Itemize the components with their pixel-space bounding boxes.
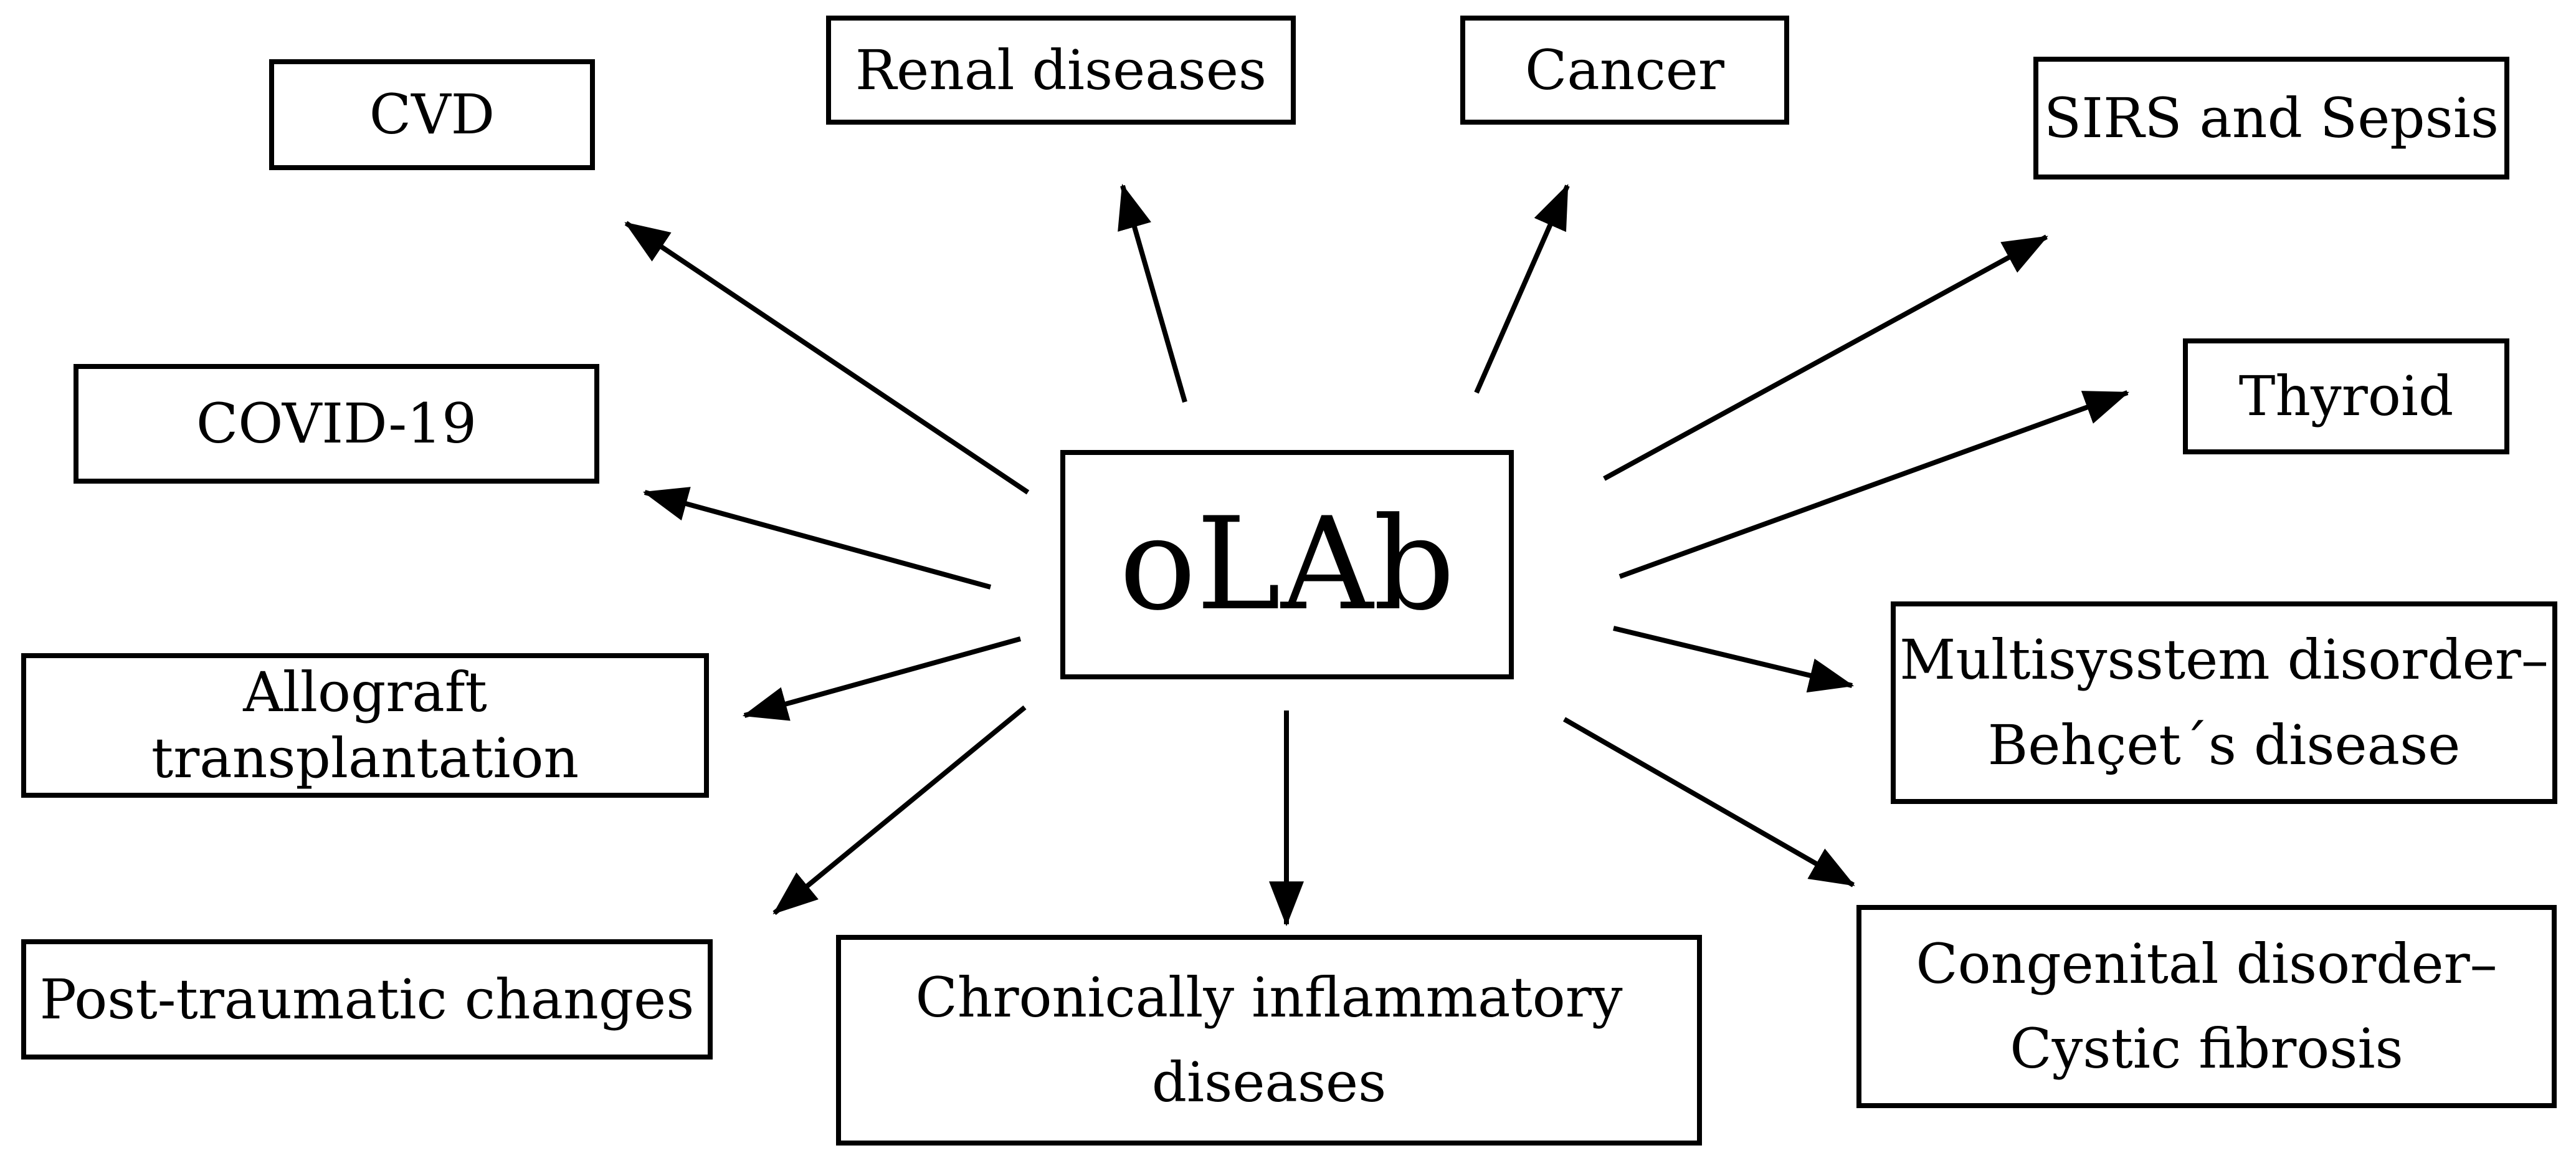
node-post-traumatic-changes-label: Post-traumatic changes <box>39 967 695 1031</box>
arrow-to-congenital <box>1563 717 1855 887</box>
node-cancer: Cancer <box>1460 16 1789 125</box>
arrow-to-sirs <box>1603 234 2048 481</box>
node-chronically-inflammatory-diseases: Chronically inflammatory diseases <box>836 935 1702 1146</box>
node-post-traumatic-changes: Post-traumatic changes <box>21 939 713 1060</box>
arrow-to-cvd <box>624 221 1030 495</box>
node-congenital-disorder-line2: Cystic fibrosis <box>2010 1017 2403 1081</box>
node-renal-diseases-label: Renal diseases <box>855 37 1267 102</box>
arrow-to-allograft <box>742 636 1022 721</box>
node-allograft-transplantation-label: Allograft transplantation <box>151 660 579 790</box>
node-cvd-label: CVD <box>369 82 495 147</box>
node-covid-19: COVID-19 <box>74 364 599 484</box>
node-multisystem-disorder-lines: Multisysstem disorder– Behçet´s disease <box>1899 618 2549 788</box>
node-chronically-inflammatory-diseases-lines: Chronically inflammatory diseases <box>915 955 1622 1126</box>
arrow-to-posttraumatic <box>772 705 1027 916</box>
node-multisystem-disorder-line1: Multisysstem disorder– <box>1899 628 2549 692</box>
node-renal-diseases: Renal diseases <box>826 16 1296 125</box>
arrow-to-renal <box>1118 183 1187 403</box>
node-congenital-disorder-line1: Congenital disorder– <box>1916 931 2498 996</box>
node-chronically-inflammatory-diseases-line1: Chronically inflammatory <box>915 965 1623 1030</box>
node-congenital-disorder-lines: Congenital disorder– Cystic fibrosis <box>1916 922 2497 1092</box>
node-sirs-and-sepsis-label: SIRS and Sepsis <box>2043 85 2499 150</box>
node-chronically-inflammatory-diseases-line2: diseases <box>1151 1050 1387 1114</box>
node-congenital-disorder: Congenital disorder– Cystic fibrosis <box>1856 905 2557 1108</box>
arrow-to-multisystem <box>1613 626 1855 693</box>
node-olab: oLAb <box>1060 450 1514 679</box>
node-cvd: CVD <box>269 59 595 170</box>
node-thyroid-label: Thyroid <box>2238 364 2454 429</box>
node-multisystem-disorder: Multisysstem disorder– Behçet´s disease <box>1891 601 2557 804</box>
node-sirs-and-sepsis: SIRS and Sepsis <box>2033 57 2509 179</box>
node-multisystem-disorder-line2: Behçet´s disease <box>1987 712 2461 777</box>
arrow-to-thyroid <box>1618 390 2130 579</box>
node-thyroid: Thyroid <box>2183 338 2509 454</box>
node-cancer-label: Cancer <box>1525 37 1724 102</box>
node-olab-label: oLAb <box>1119 490 1455 639</box>
arrow-to-covid <box>642 487 992 590</box>
node-allograft-transplantation: Allograft transplantation <box>21 653 709 798</box>
node-covid-19-label: COVID-19 <box>196 391 477 456</box>
arrow-to-cancer <box>1474 184 1570 394</box>
